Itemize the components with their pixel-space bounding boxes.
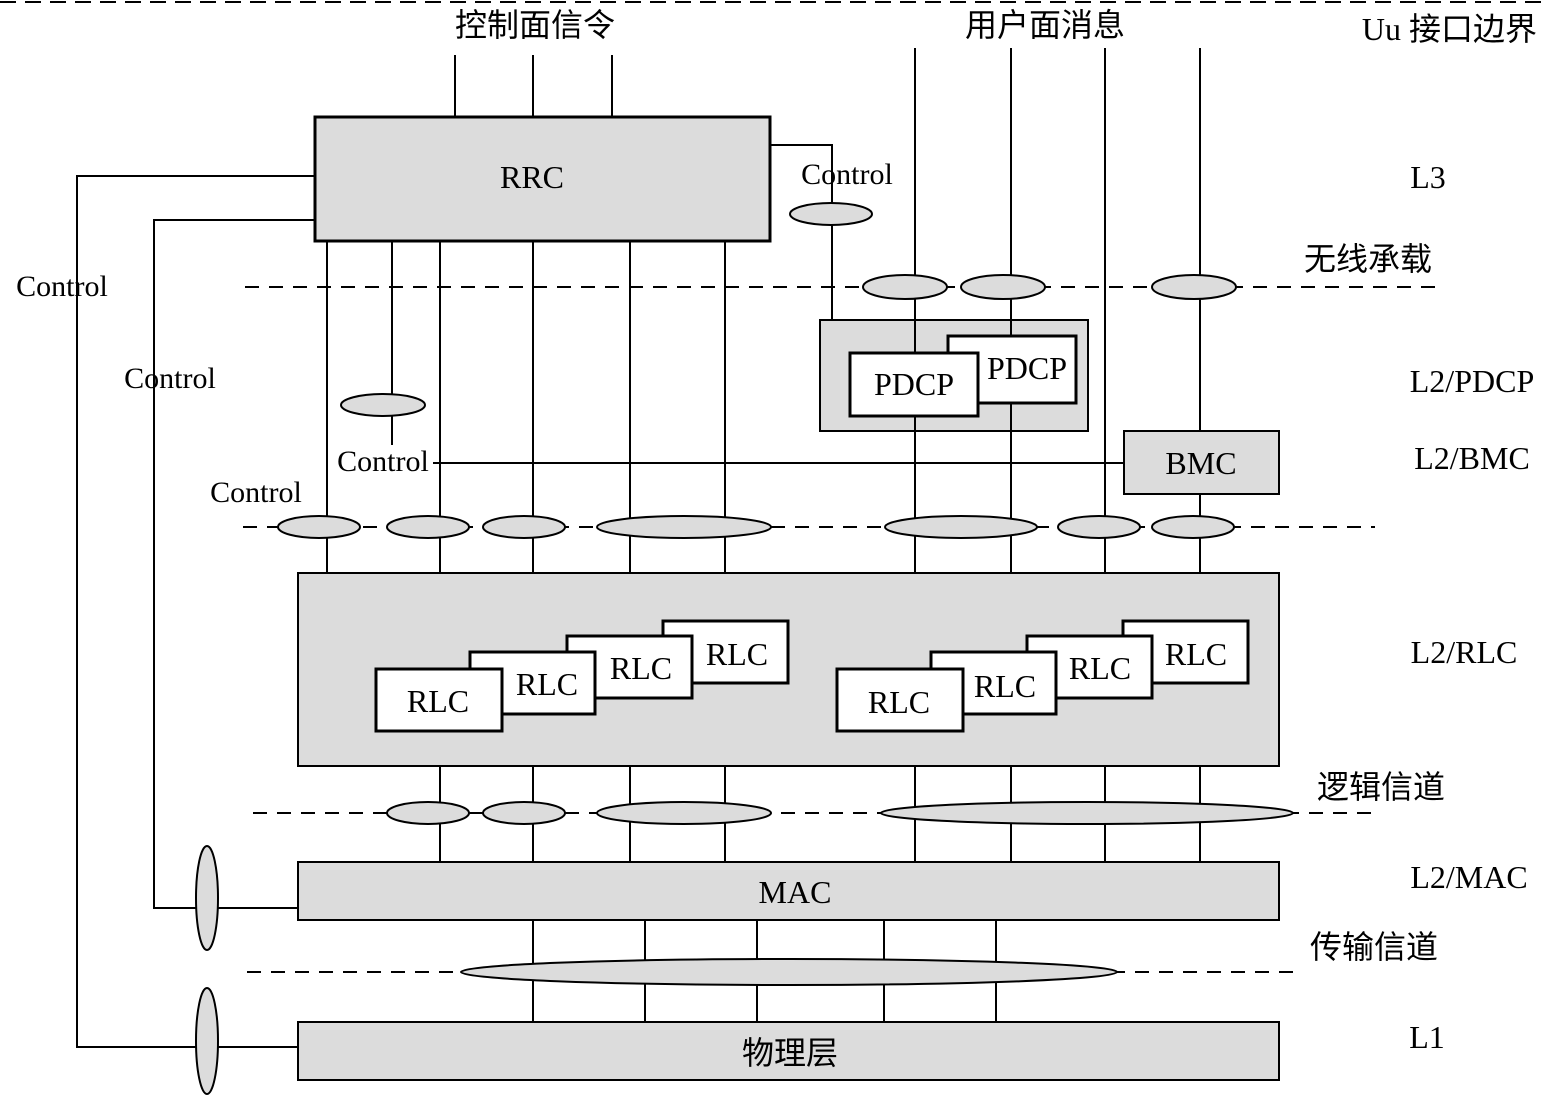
mac-block: MAC xyxy=(297,861,1280,921)
pdcp-label-front: PDCP xyxy=(874,366,954,402)
layer-label-l2-mac: L2/MAC xyxy=(1410,859,1527,895)
control-label-left-inner: Control xyxy=(124,362,216,395)
control-plane-lines xyxy=(454,55,613,117)
rlc-left-1-label: RLC xyxy=(407,683,469,719)
control-plane-label: 控制面信令 xyxy=(455,7,615,43)
transport-channel-ellipse xyxy=(460,958,1118,986)
left-control-lines xyxy=(76,175,315,1048)
layer-label-l2-pdcp: L2/PDCP xyxy=(1410,363,1534,399)
rlc-left-4-label: RLC xyxy=(706,636,768,672)
rlc-right-4-label: RLC xyxy=(1165,636,1227,672)
radio-bearer-ellipses xyxy=(862,274,1237,300)
rrc-control-ellipse xyxy=(789,202,873,226)
rrc-down-lines xyxy=(326,241,726,862)
rlc-right-2-label: RLC xyxy=(974,668,1036,704)
pdcp-block: PDCP PDCP xyxy=(819,319,1089,432)
rrc-pdcp-control-line xyxy=(770,144,833,203)
rlc-left-3-label: RLC xyxy=(610,650,672,686)
layer-label-l1: L1 xyxy=(1409,1019,1445,1055)
bmc-label: BMC xyxy=(1165,445,1236,481)
bmc-block: BMC xyxy=(1123,430,1280,495)
phy-label: 物理层 xyxy=(742,1035,838,1071)
layer-label-l2-rlc: L2/RLC xyxy=(1411,634,1518,670)
phy-block: 物理层 xyxy=(297,1021,1280,1081)
user-plane-label: 用户面消息 xyxy=(965,7,1125,43)
rlc-right-1-label: RLC xyxy=(868,684,930,720)
rlc-left-2-label: RLC xyxy=(516,666,578,702)
layer-label-transport-channel: 传输信道 xyxy=(1310,929,1438,965)
layer-label-l3: L3 xyxy=(1410,159,1446,195)
rrc-label: RRC xyxy=(500,159,564,195)
control-label-rrc-right: Control xyxy=(801,158,893,191)
uu-boundary-label: Uu 接口边界 xyxy=(1362,11,1537,47)
layer-label-logical-channel: 逻辑信道 xyxy=(1317,769,1445,805)
layer-label-l2-bmc: L2/BMC xyxy=(1414,440,1530,476)
layer-label-radio-bearer: 无线承载 xyxy=(1304,241,1432,277)
control-label-left-outer: Control xyxy=(16,270,108,303)
rrc-block: RRC xyxy=(313,115,772,243)
pdcp-label-back: PDCP xyxy=(987,350,1067,386)
control-label-bmc: Control xyxy=(337,445,429,478)
rlc-block: RLC RLC RLC RLC RLC RLC RLC RLC xyxy=(297,572,1280,767)
bmc-control-ellipse xyxy=(340,393,426,417)
rlc-right-3-label: RLC xyxy=(1069,650,1131,686)
phy-control-ellipse xyxy=(195,987,219,1095)
rlc-sap-ellipses xyxy=(277,515,1235,539)
control-label-rlc: Control xyxy=(210,476,302,509)
mac-label: MAC xyxy=(759,874,832,910)
mac-control-ellipse xyxy=(195,845,219,951)
logical-channel-ellipses xyxy=(386,801,1294,825)
